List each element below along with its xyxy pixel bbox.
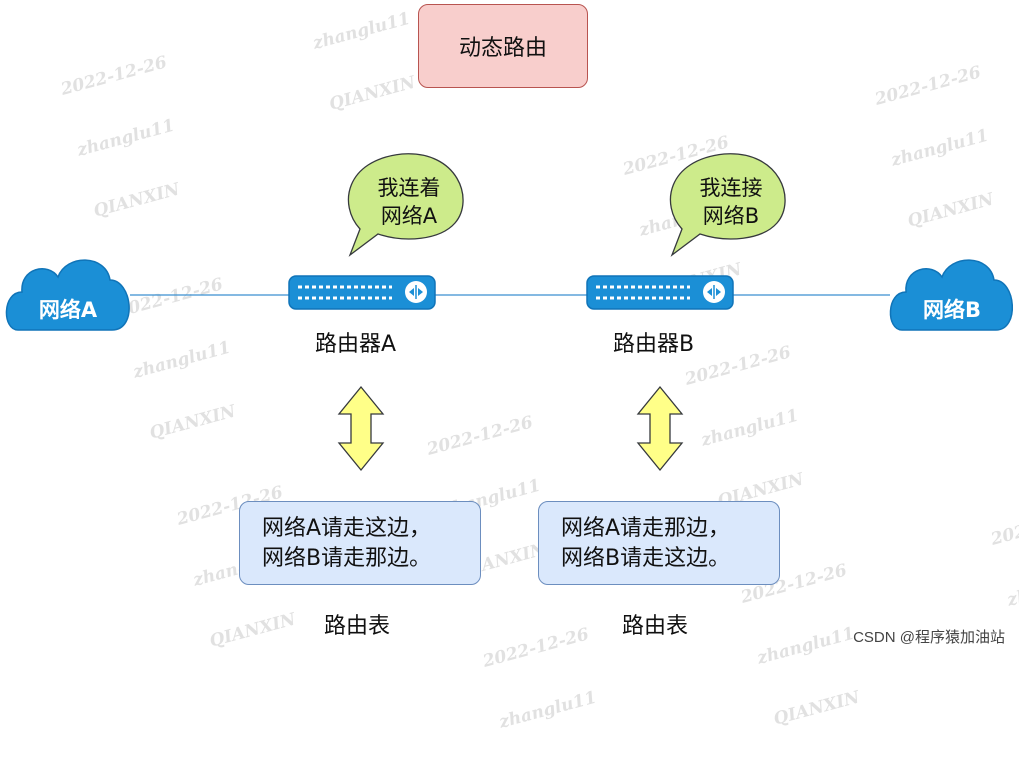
routing-table-b: 网络A请走那边， 网络B请走这边。 [538, 501, 780, 585]
routing-table-b-line-2: 网络B请走这边。 [561, 546, 731, 571]
title-box: 动态路由 [418, 4, 588, 88]
cloud-network-a: 网络A [5, 259, 130, 331]
network-b-label: 网络B [923, 298, 981, 322]
network-a-label: 网络A [39, 298, 98, 322]
bubble-a-line-1: 我连着 [378, 176, 441, 200]
cloud-icon [5, 259, 130, 331]
footer-credit: CSDN @程序猿加油站 [853, 629, 1005, 646]
bubble-b-line-1: 我连接 [700, 176, 763, 200]
router-icon [288, 275, 436, 310]
routing-table-b-line-1: 网络A请走那边， [561, 516, 731, 541]
bubble-a-line-2: 网络A [381, 204, 438, 228]
cloud-network-b: 网络B [889, 259, 1013, 331]
double-arrow-a [337, 385, 385, 472]
routing-table-a-caption: 路由表 [324, 614, 391, 639]
router-icon [586, 275, 734, 310]
router-b [586, 275, 734, 310]
router-b-label: 路由器B [613, 332, 695, 357]
bubble-b-line-2: 网络B [703, 204, 759, 228]
router-a [288, 275, 436, 310]
speech-bubble-shape [347, 153, 464, 257]
cloud-icon [889, 259, 1013, 331]
speech-bubble-shape [669, 153, 786, 257]
router-ports [298, 285, 392, 300]
diagram-title: 动态路由 [458, 36, 547, 61]
routing-table-a: 网络A请走这边， 网络B请走那边。 [239, 501, 481, 585]
watermark-org: QIANXIN [771, 687, 862, 730]
speech-bubble-b: 我连接 网络B [669, 153, 786, 257]
routing-table-b-caption: 路由表 [622, 614, 689, 639]
double-arrow-b [636, 385, 684, 472]
router-ports [596, 285, 690, 300]
watermark-user: zhanglu11 [497, 687, 599, 733]
routing-table-a-line-2: 网络B请走那边。 [262, 546, 432, 571]
router-a-label: 路由器A [315, 332, 397, 357]
diagram-canvas: 2022-12-26 zhanglu11 QIANXIN zhanglu11 Q… [5, 4, 1019, 733]
routing-table-a-line-1: 网络A请走这边， [262, 516, 432, 541]
speech-bubble-a: 我连着 网络A [347, 153, 464, 257]
diagram-graphics: 网络A 网络B [5, 153, 1013, 472]
